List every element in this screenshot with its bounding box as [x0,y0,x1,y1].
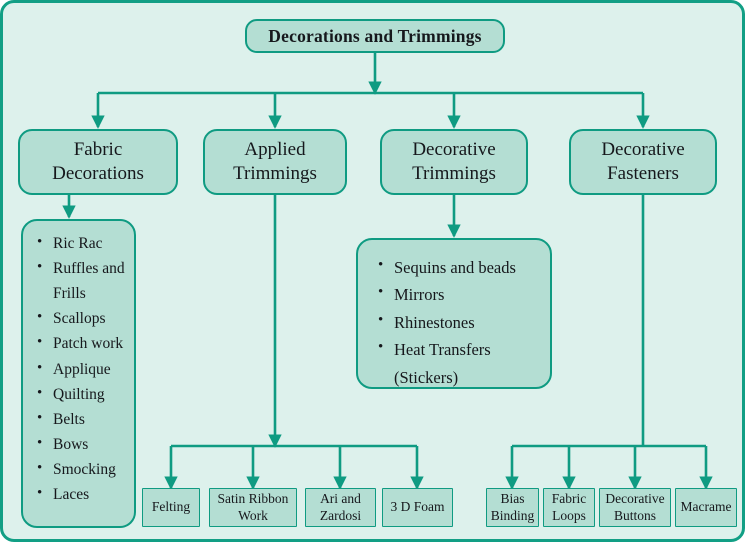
node-line-1: Fabric [551,490,587,506]
list-item: Laces [37,481,128,507]
node-line-1: Felting [151,499,191,515]
list-decorative-trimmings: Sequins and beads Mirrors Rhinestones He… [356,238,552,389]
node-3d-foam[interactable]: 3 D Foam [382,488,453,527]
node-ari-and-zardosi[interactable]: Ari and Zardosi [305,488,376,527]
node-bias-binding-label: Bias Binding [491,491,535,524]
node-decorative-fasteners[interactable]: Decorative Fasteners [569,129,717,195]
node-fabric-loops-label: Fabric Loops [552,491,587,524]
fabric-decorations-items: Ric Rac Ruffles and Frills Scallops Patc… [31,230,128,507]
node-root[interactable]: Decorations and Trimmings [245,19,505,53]
node-3d-foam-label: 3 D Foam [391,499,445,516]
node-line-2: Fasteners [607,163,679,184]
list-item: Ric Rac [37,230,128,256]
list-item: Heat Transfers (Stickers) [378,335,544,391]
node-decorative-trimmings-label: Decorative Trimmings [412,138,496,187]
node-ari-and-zardosi-label: Ari and Zardosi [320,491,361,524]
list-item: Applique [37,356,128,382]
node-line-1: Ari and [320,490,361,506]
node-line-2: Decorations [52,163,144,184]
list-item: Bows [37,431,128,457]
list-item: Patch work [37,330,128,356]
node-fabric-loops[interactable]: Fabric Loops [543,488,595,527]
node-satin-ribbon-work[interactable]: Satin Ribbon Work [209,488,297,527]
node-felting[interactable]: Felting [142,488,200,527]
node-line-1: Fabric [73,138,123,160]
node-decorative-buttons-label: Decorative Buttons [605,491,664,524]
node-line-2: Trimmings [233,163,317,184]
list-item: Mirrors [378,280,544,308]
node-fabric-decorations-label: Fabric Decorations [52,138,144,187]
node-line-1: Macrame [680,499,732,515]
node-line-1: 3 D Foam [390,499,445,515]
list-item: Sequins and beads [378,253,544,281]
node-line-2: Loops [552,507,586,523]
node-satin-ribbon-work-label: Satin Ribbon Work [218,491,289,524]
node-root-label: Decorations and Trimmings [268,25,482,46]
node-line-2: Zardosi [319,507,362,523]
list-item: Quilting [37,381,128,407]
decorative-trimmings-items: Sequins and beads Mirrors Rhinestones He… [372,253,544,391]
list-item: Belts [37,406,128,432]
list-item: Ruffles and Frills [37,255,128,306]
node-bias-binding[interactable]: Bias Binding [486,488,539,527]
node-decorative-trimmings[interactable]: Decorative Trimmings [380,129,528,195]
node-line-1: Decorative [601,138,685,160]
node-line-1: Satin Ribbon [217,490,289,506]
node-line-1: Bias [500,490,525,506]
node-felting-label: Felting [152,499,190,516]
node-line-2: Work [238,507,268,523]
list-item: Smocking [37,456,128,482]
node-line-1: Applied [244,138,306,160]
node-line-1: Decorative [605,490,665,506]
node-macrame-label: Macrame [681,499,732,516]
list-fabric-decorations: Ric Rac Ruffles and Frills Scallops Patc… [21,219,136,528]
node-applied-trimmings-label: Applied Trimmings [233,138,317,187]
node-fabric-decorations[interactable]: Fabric Decorations [18,129,178,195]
node-macrame[interactable]: Macrame [675,488,737,527]
list-item: Rhinestones [378,308,544,336]
node-line-2: Buttons [613,507,656,523]
node-decorative-fasteners-label: Decorative Fasteners [601,138,684,187]
node-line-1: Decorative [412,138,496,160]
list-item: Scallops [37,305,128,331]
node-decorative-buttons[interactable]: Decorative Buttons [599,488,671,527]
node-line-2: Binding [490,507,535,523]
node-line-2: Trimmings [412,163,496,184]
node-applied-trimmings[interactable]: Applied Trimmings [203,129,347,195]
